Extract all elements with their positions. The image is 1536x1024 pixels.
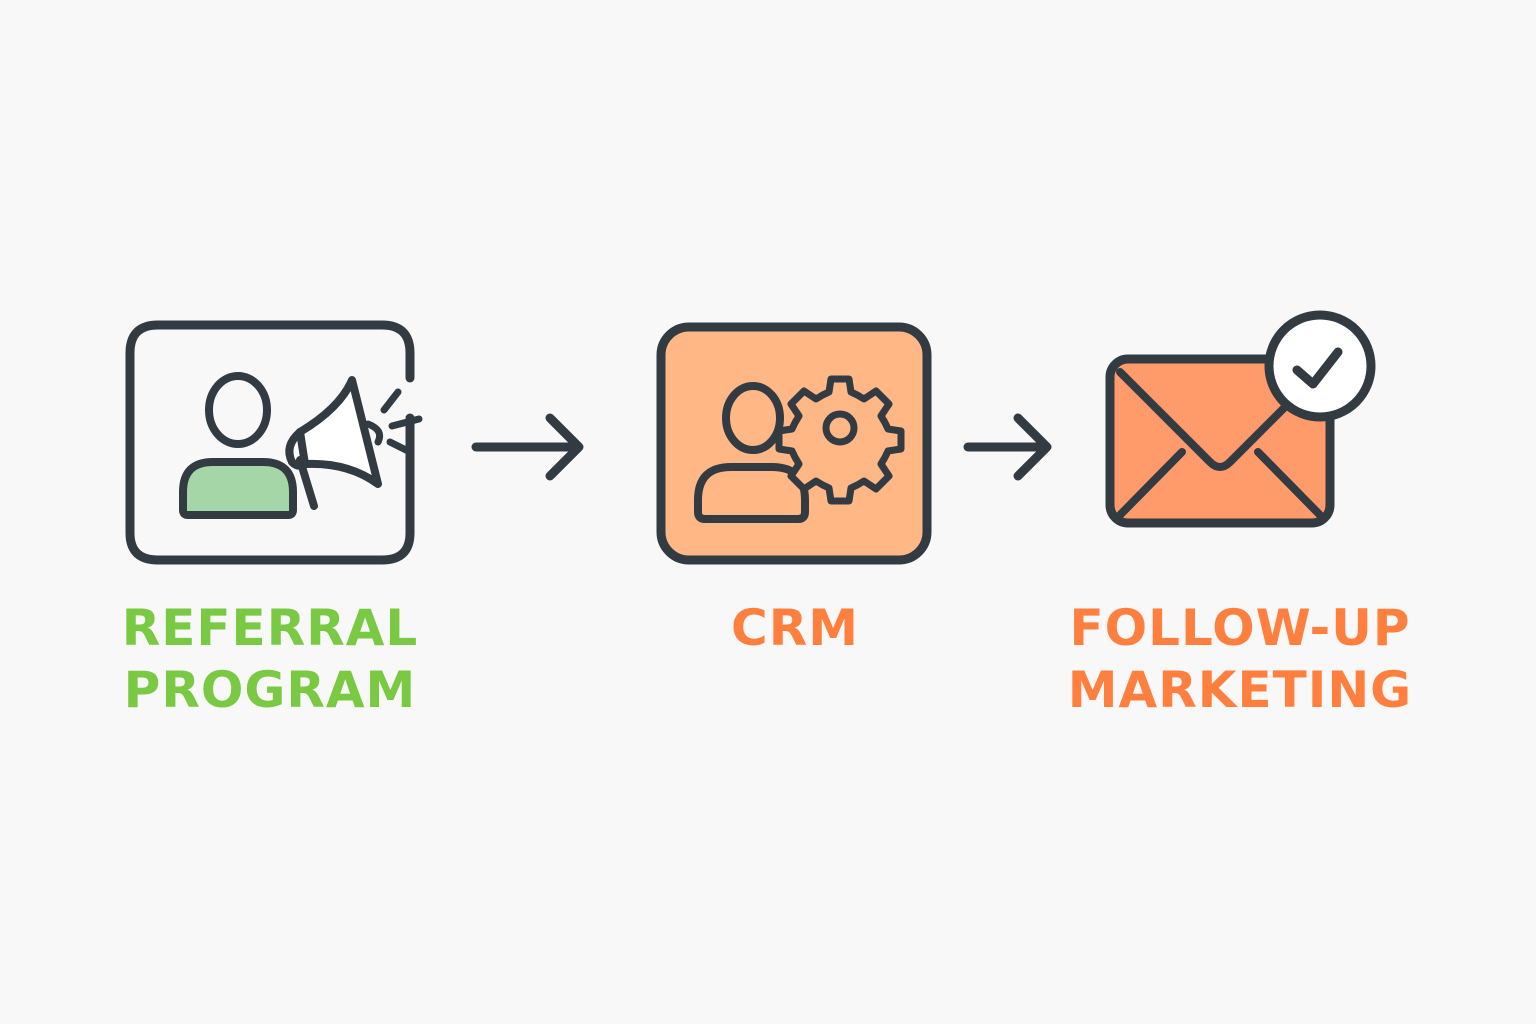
follow-up-marketing-label: FOLLOW-UP MARKETING	[1040, 597, 1440, 721]
label-line: PROGRAM	[123, 661, 417, 719]
arrow-right-icon	[963, 413, 1052, 481]
sound-line-2	[388, 415, 423, 430]
check-circle-icon	[1264, 310, 1376, 422]
referral-program-icon	[125, 320, 423, 565]
person-icon	[694, 382, 809, 523]
crm-icon	[656, 322, 932, 565]
referral-frame	[125, 320, 415, 565]
label-line: MARKETING	[1067, 661, 1413, 719]
megaphone-icon	[285, 376, 423, 510]
referral-program-label: REFERRAL PROGRAM	[100, 597, 440, 721]
envelope-check-icon	[1105, 310, 1376, 528]
person-icon	[179, 372, 297, 519]
label-line: REFERRAL	[121, 599, 419, 657]
envelope-icon	[1105, 354, 1335, 528]
label-line: FOLLOW-UP	[1069, 599, 1411, 657]
arrow-right-icon	[471, 413, 584, 481]
gear-icon	[775, 375, 905, 505]
sound-line-3	[386, 438, 414, 456]
sound-line-1	[380, 388, 402, 414]
label-line: CRM	[731, 599, 859, 657]
crm-label: CRM	[660, 597, 930, 659]
